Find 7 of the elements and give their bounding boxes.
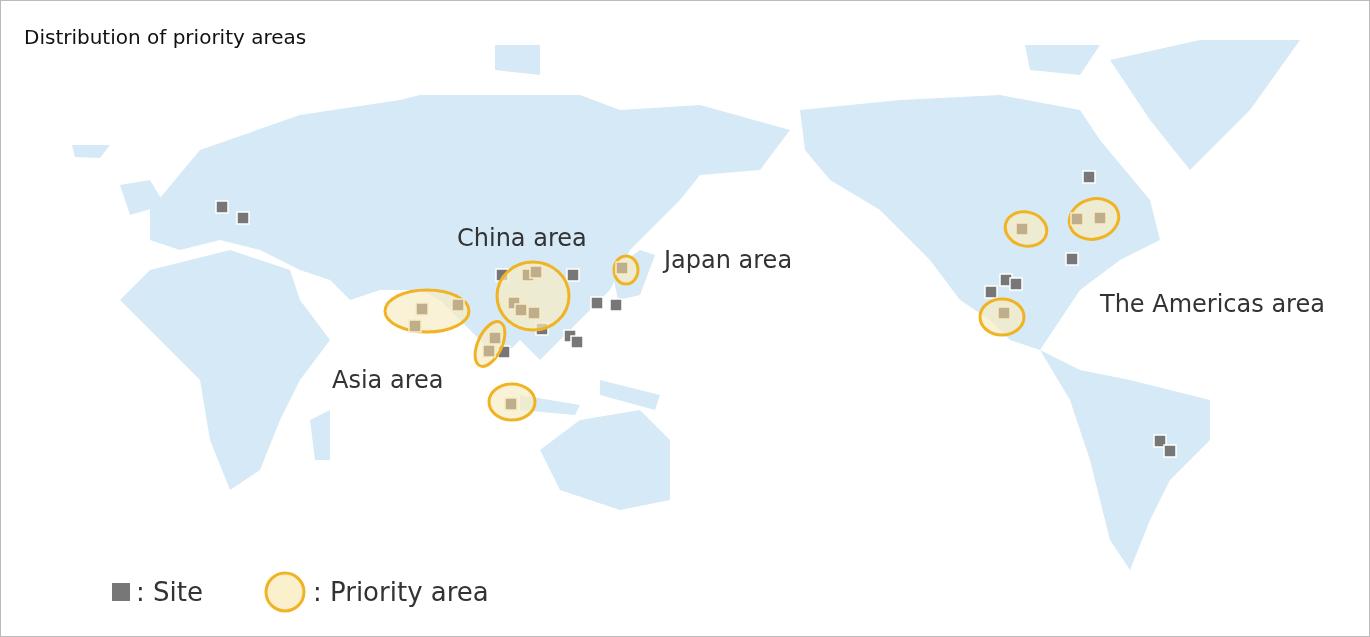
area-label: China area (457, 223, 587, 254)
legend-label: : Site (136, 575, 203, 609)
area-label: The Americas area (1100, 289, 1325, 320)
map-title: Distribution of priority areas (24, 24, 307, 51)
legend-label: : Priority area (312, 575, 489, 609)
area-label: Japan area (664, 245, 793, 276)
area-label: Asia area (332, 365, 444, 396)
